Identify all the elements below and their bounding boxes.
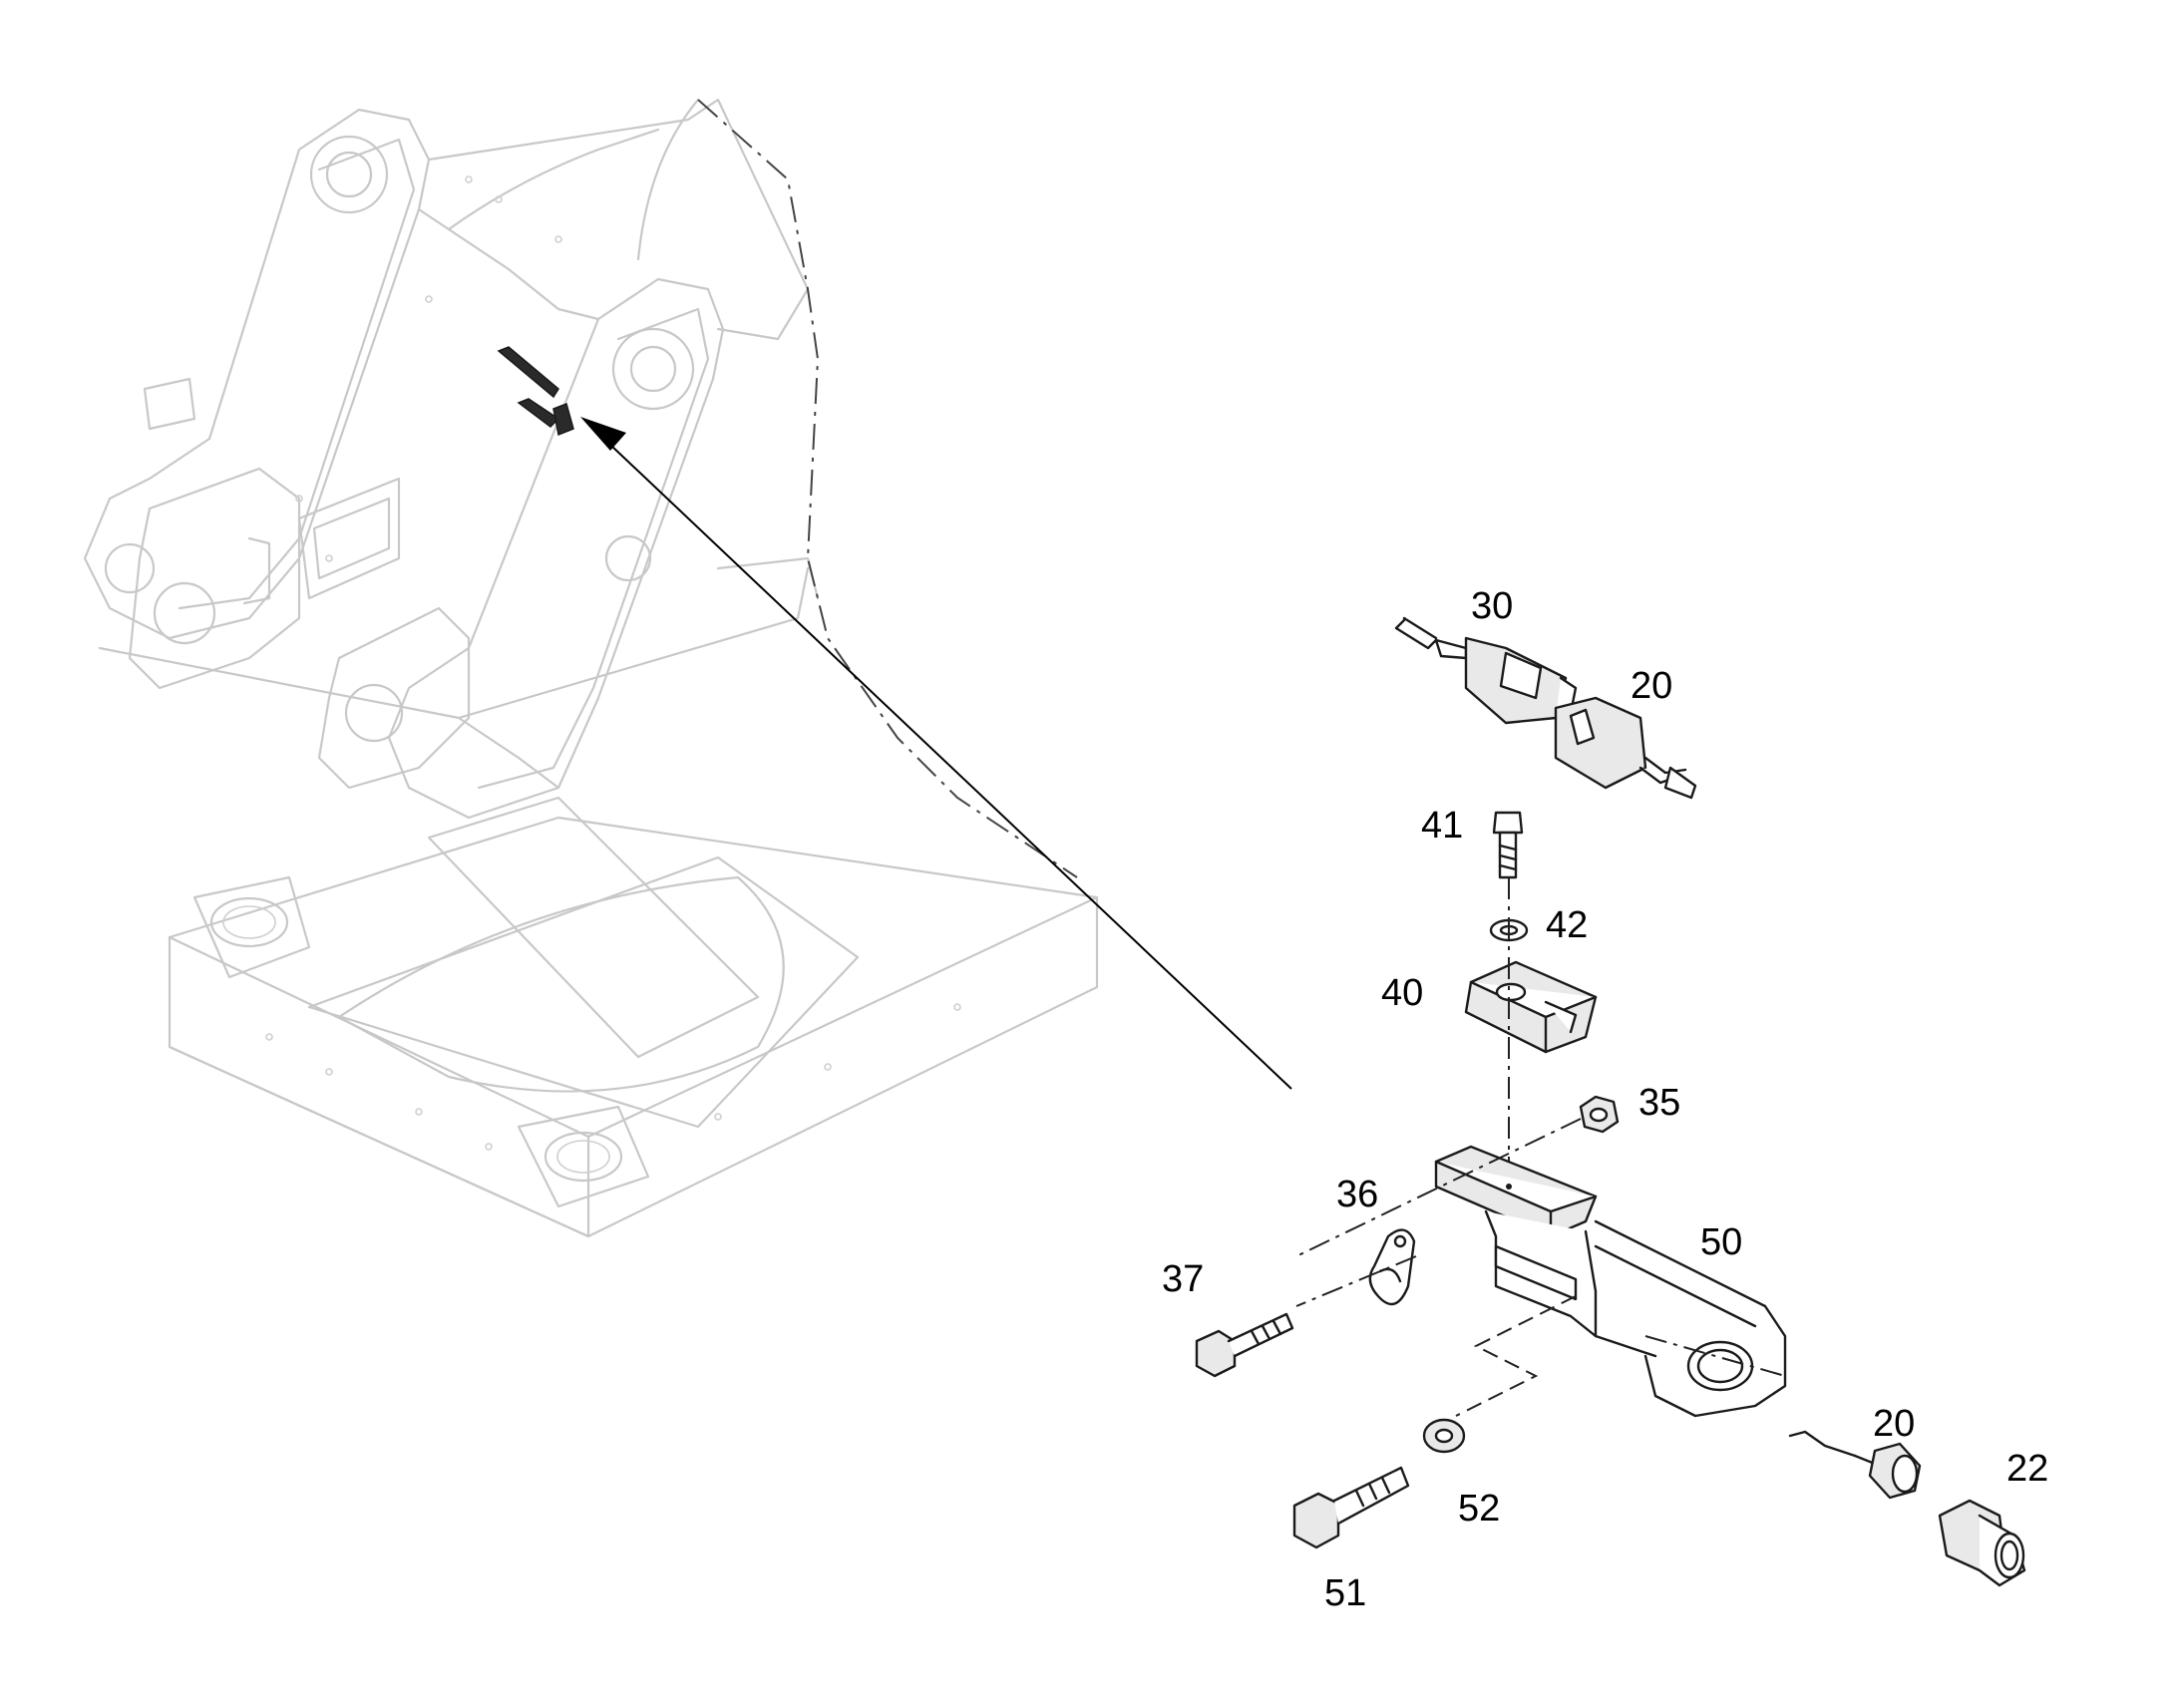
bushing-22 [1938, 1499, 2026, 1587]
callout-52: 52 [1458, 1488, 1500, 1530]
connector-plug-20-upper [1554, 696, 1697, 800]
bolt-41 [1492, 811, 1524, 879]
callout-41: 41 [1421, 805, 1463, 847]
leader-arrow [580, 417, 1292, 1090]
callout-36: 36 [1336, 1174, 1378, 1215]
callout-labels: 30 20 41 42 40 35 36 50 37 20 22 52 51 [1162, 585, 2048, 1614]
clip-36 [1368, 1228, 1416, 1306]
bolt-37 [1195, 1312, 1294, 1378]
callout-42: 42 [1546, 904, 1588, 946]
callout-35: 35 [1638, 1082, 1680, 1124]
callout-50: 50 [1700, 1221, 1742, 1263]
axis-line-bolt37 [1295, 1255, 1417, 1307]
sensor-location-marker [497, 346, 574, 437]
sensor-20-lower [1788, 1430, 1922, 1500]
callout-20-lower: 20 [1873, 1403, 1915, 1445]
bolt-51 [1292, 1466, 1410, 1549]
machine-frame [83, 98, 1099, 1238]
washer-52 [1422, 1418, 1466, 1454]
nut-35 [1579, 1095, 1620, 1134]
axis-line-sensor [1644, 1335, 1786, 1377]
callout-22: 22 [2006, 1448, 2048, 1490]
connector-housing-30 [1394, 616, 1578, 725]
callout-37: 37 [1162, 1258, 1204, 1300]
bracket-50 [1434, 1145, 1787, 1418]
callout-51: 51 [1324, 1572, 1366, 1614]
callout-30: 30 [1471, 585, 1513, 627]
callout-20-upper: 20 [1631, 665, 1672, 707]
axis-line-washer [1455, 1295, 1577, 1417]
clamp-block-40 [1464, 960, 1598, 1054]
callout-40: 40 [1381, 972, 1423, 1014]
axis-line-nut [1295, 1118, 1582, 1257]
